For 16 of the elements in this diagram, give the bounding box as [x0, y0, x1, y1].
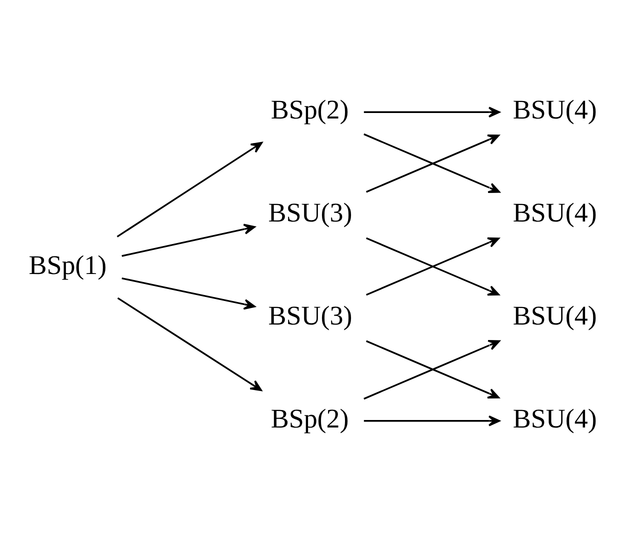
- arrow: [117, 297, 262, 392]
- arrow: [122, 278, 256, 310]
- arrow: [116, 142, 263, 238]
- arrow: [364, 415, 500, 426]
- node-text: BSU(4): [512, 197, 597, 228]
- arrow: [366, 237, 500, 296]
- node-text: BSp(2): [270, 403, 349, 434]
- node-text: BSp(2): [270, 94, 349, 125]
- node-text: BSU(4): [512, 403, 597, 434]
- node-text: BSU(4): [512, 94, 597, 125]
- node-text: BSU(3): [268, 300, 352, 330]
- node-text: BSU(4): [512, 300, 597, 330]
- arrow: [364, 106, 500, 118]
- node-text: BSp(1): [28, 250, 107, 280]
- arrow: [122, 224, 256, 257]
- node-text: BSU(3): [268, 197, 352, 228]
